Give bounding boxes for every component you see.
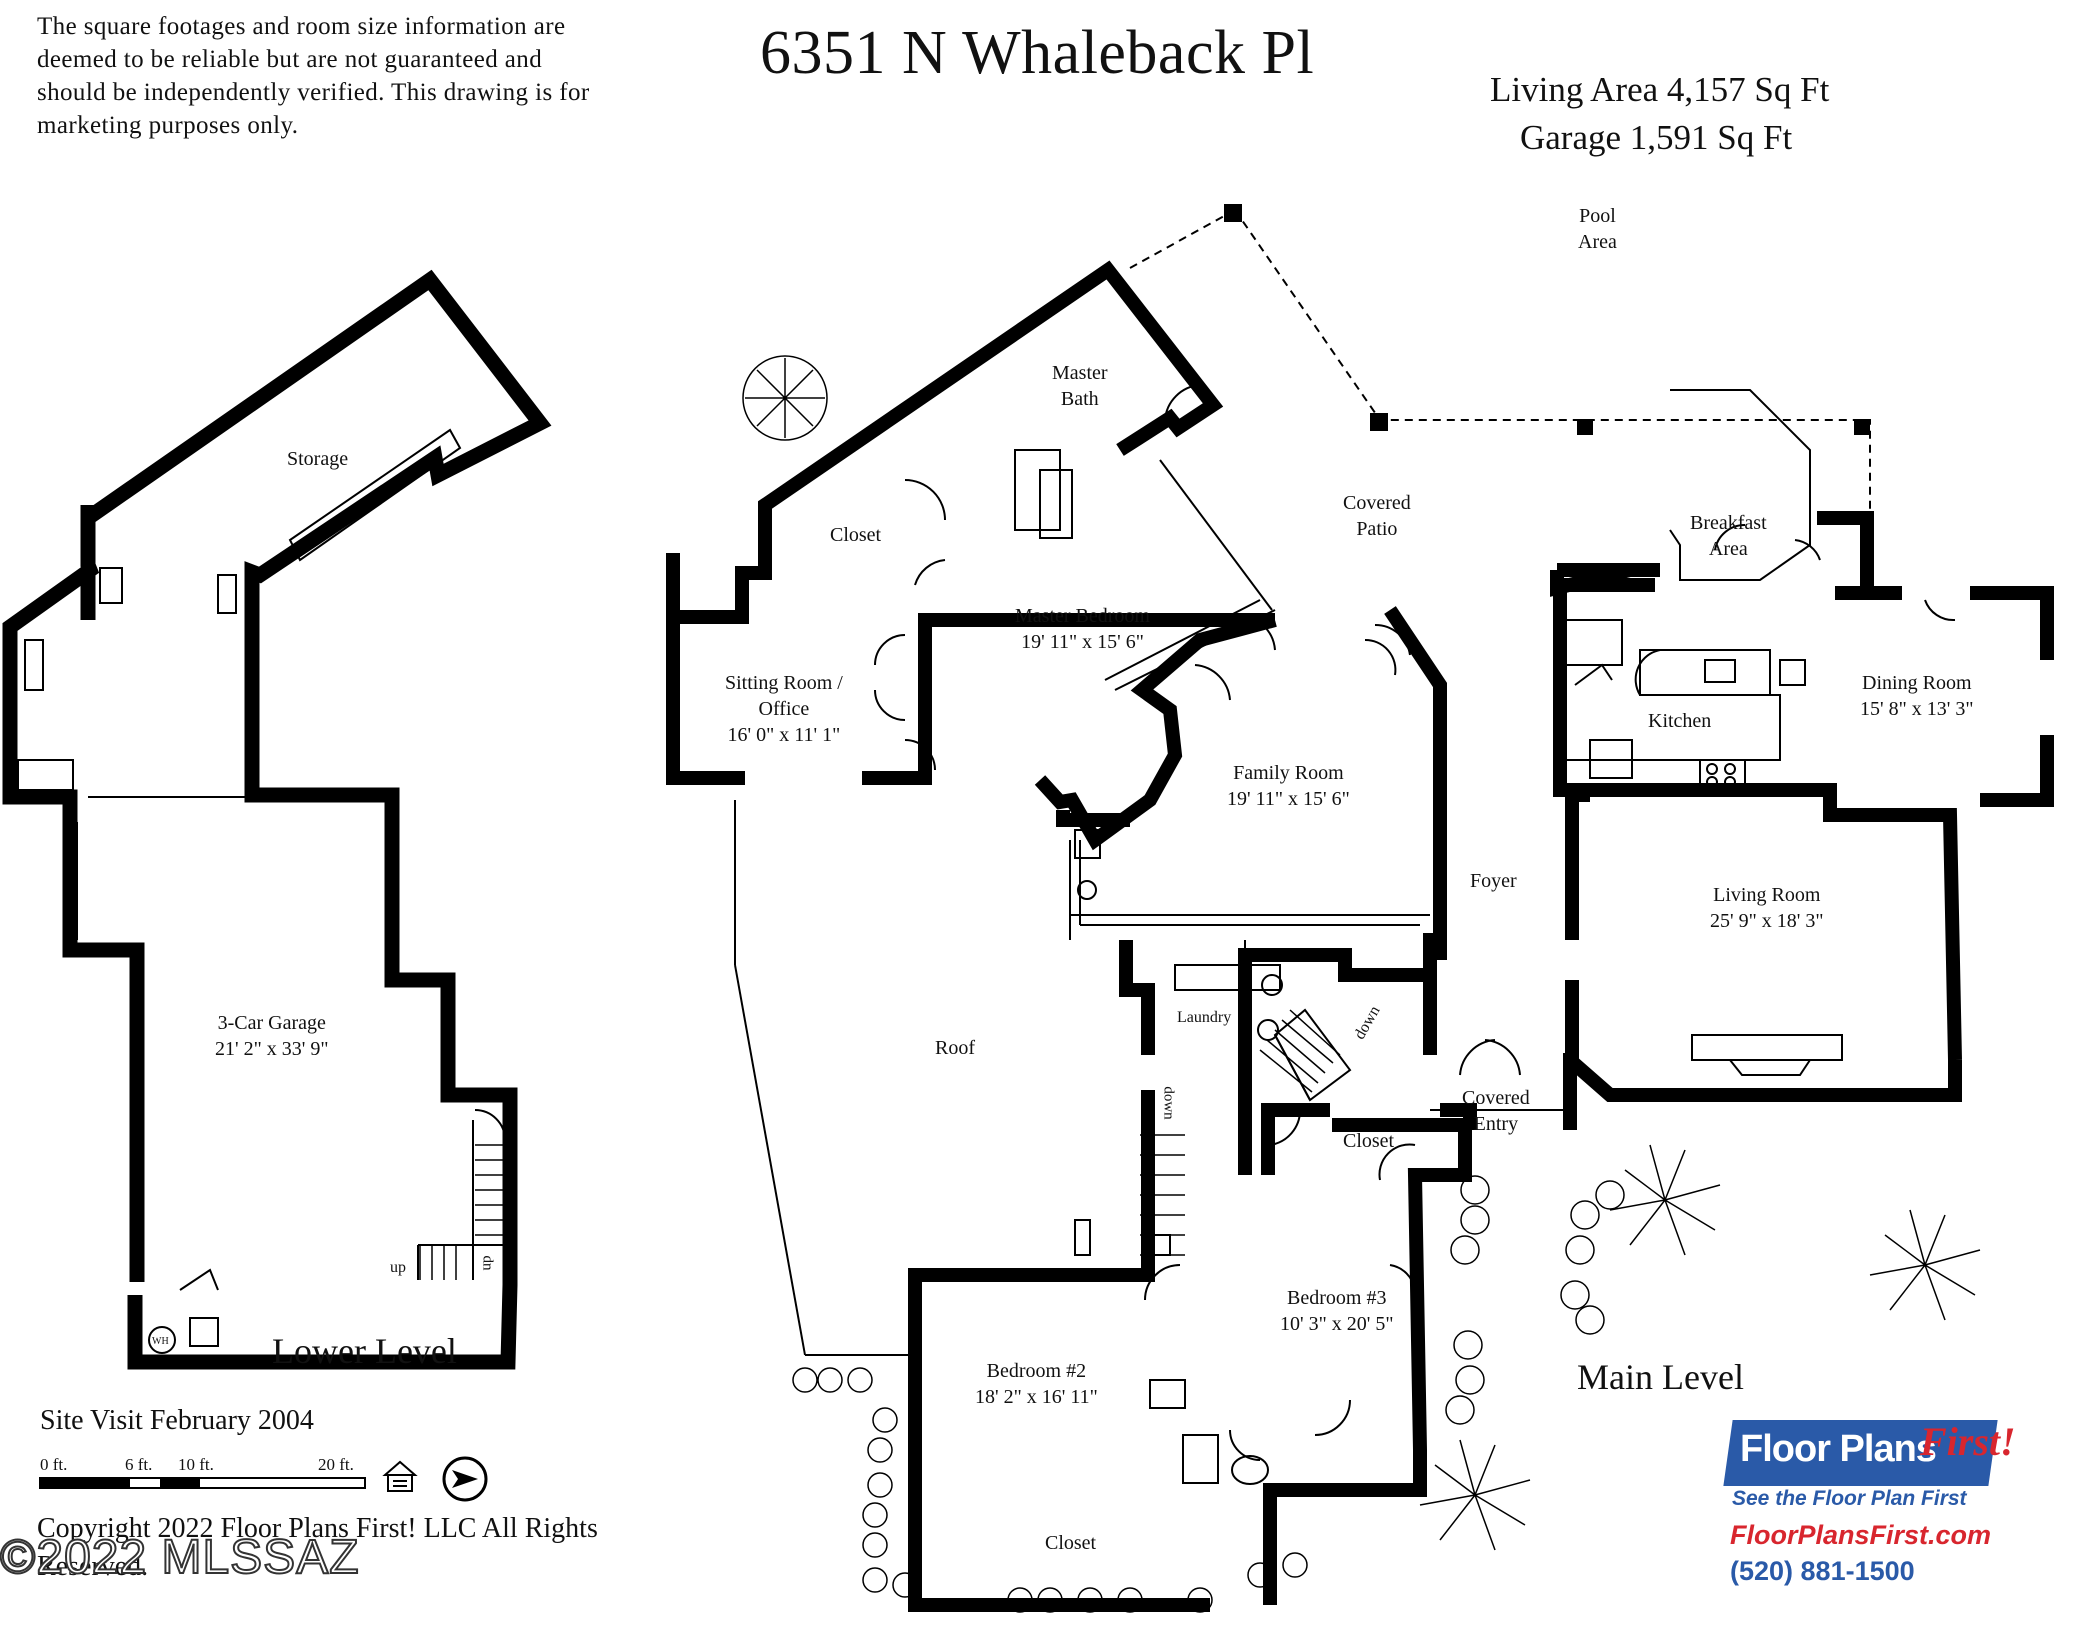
equal-housing-logo xyxy=(382,1460,418,1492)
brand-name-accent: First! xyxy=(1920,1419,2016,1464)
main-level-details xyxy=(734,204,1956,1485)
room-roof: Roof xyxy=(935,1037,975,1059)
disclaimer-text: The square footages and room size inform… xyxy=(37,13,590,139)
mls-watermark: ©2022 MLSSAZ xyxy=(0,1530,360,1585)
brand-tagline: See the Floor Plan First xyxy=(1732,1487,1967,1510)
copyright-text: Copyright 2022 Floor Plans First! LLC Al… xyxy=(37,1513,598,1582)
lower-level-walls xyxy=(2,269,552,1370)
room-foyer: Foyer xyxy=(1470,870,1517,892)
room-closet-hall: Closet xyxy=(1343,1130,1395,1152)
scale-bar xyxy=(39,1477,366,1489)
brand-name: Floor Plans xyxy=(1740,1428,1937,1470)
main-level-label: Main Level xyxy=(1577,1357,1744,1397)
landscaping xyxy=(742,355,1981,1613)
room-closet-bedroom-2: Closet xyxy=(1045,1532,1097,1554)
property-title: 6351 N Whaleback Pl xyxy=(760,19,1315,87)
lower-level-details xyxy=(17,428,506,1354)
stairs-dn-label: dn xyxy=(479,1255,496,1271)
scale-label-20: 20 ft. xyxy=(318,1455,354,1474)
room-closet-master: Closet xyxy=(830,524,882,546)
main-stairs xyxy=(1140,1009,1341,1256)
room-storage: Storage xyxy=(287,448,349,470)
brand-phone[interactable]: (520) 881-1500 xyxy=(1730,1556,1915,1586)
main-level-walls xyxy=(666,260,2054,1612)
room-laundry: Laundry xyxy=(1177,1009,1232,1026)
brand-website[interactable]: FloorPlansFirst.com xyxy=(1730,1520,1992,1550)
garage-area-label: Garage 1,591 Sq Ft xyxy=(1520,118,1793,157)
stairs-down-lower-label: down xyxy=(1160,1086,1177,1120)
room-kitchen: Kitchen xyxy=(1648,710,1712,732)
water-heater-label: WH xyxy=(152,1336,169,1347)
scale-label-0: 0 ft. xyxy=(40,1455,68,1474)
stairs-up-label: up xyxy=(390,1259,406,1276)
lower-stairs xyxy=(419,1144,508,1280)
north-arrow-icon xyxy=(442,1456,488,1502)
scale-label-6: 6 ft. xyxy=(125,1455,153,1474)
scale-label-10: 10 ft. xyxy=(178,1455,214,1474)
lower-level-label: Lower Level xyxy=(272,1331,457,1371)
living-area-label: Living Area 4,157 Sq Ft xyxy=(1490,70,1830,109)
site-visit-text: Site Visit February 2004 xyxy=(40,1405,314,1436)
